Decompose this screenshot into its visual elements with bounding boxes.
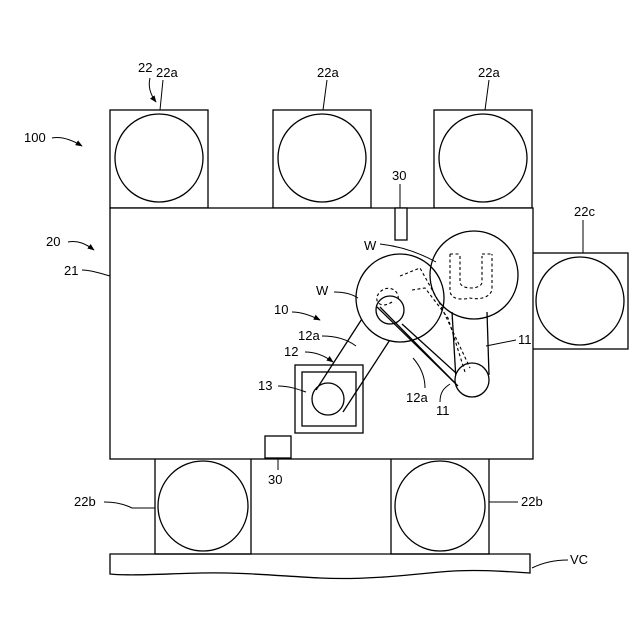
process-module-middle	[273, 110, 371, 208]
sensor-top	[395, 208, 407, 240]
label-W-upper: W	[364, 238, 377, 253]
vacuum-chamber-strip	[110, 554, 530, 579]
label-12: 12	[284, 344, 298, 359]
label-100: 100	[24, 130, 46, 145]
transfer-chamber-housing	[110, 208, 533, 459]
label-22b-right: 22b	[521, 494, 543, 509]
label-22b-left: 22b	[74, 494, 96, 509]
label-20: 20	[46, 234, 60, 249]
label-VC: VC	[570, 552, 588, 567]
label-30-bottom: 30	[268, 472, 282, 487]
label-13: 13	[258, 378, 272, 393]
label-11-right: 11	[518, 332, 532, 347]
side-module	[532, 253, 628, 349]
label-30-top: 30	[392, 168, 406, 183]
label-22a-left: 22a	[156, 65, 178, 80]
label-22: 22	[138, 60, 152, 75]
load-lock-right	[391, 458, 489, 554]
label-21: 21	[64, 263, 78, 278]
label-22c: 22c	[574, 204, 595, 219]
label-10: 10	[274, 302, 288, 317]
label-12a-upper: 12a	[298, 328, 320, 343]
label-12a-lower: 12a	[406, 390, 428, 405]
sensor-bottom	[265, 436, 291, 458]
label-22a-right: 22a	[478, 65, 500, 80]
process-module-right	[434, 110, 532, 208]
label-22a-middle: 22a	[317, 65, 339, 80]
load-lock-left	[155, 458, 251, 554]
process-module-left	[110, 110, 208, 208]
label-11-lower: 11	[436, 403, 450, 418]
label-W-lower: W	[316, 283, 329, 298]
